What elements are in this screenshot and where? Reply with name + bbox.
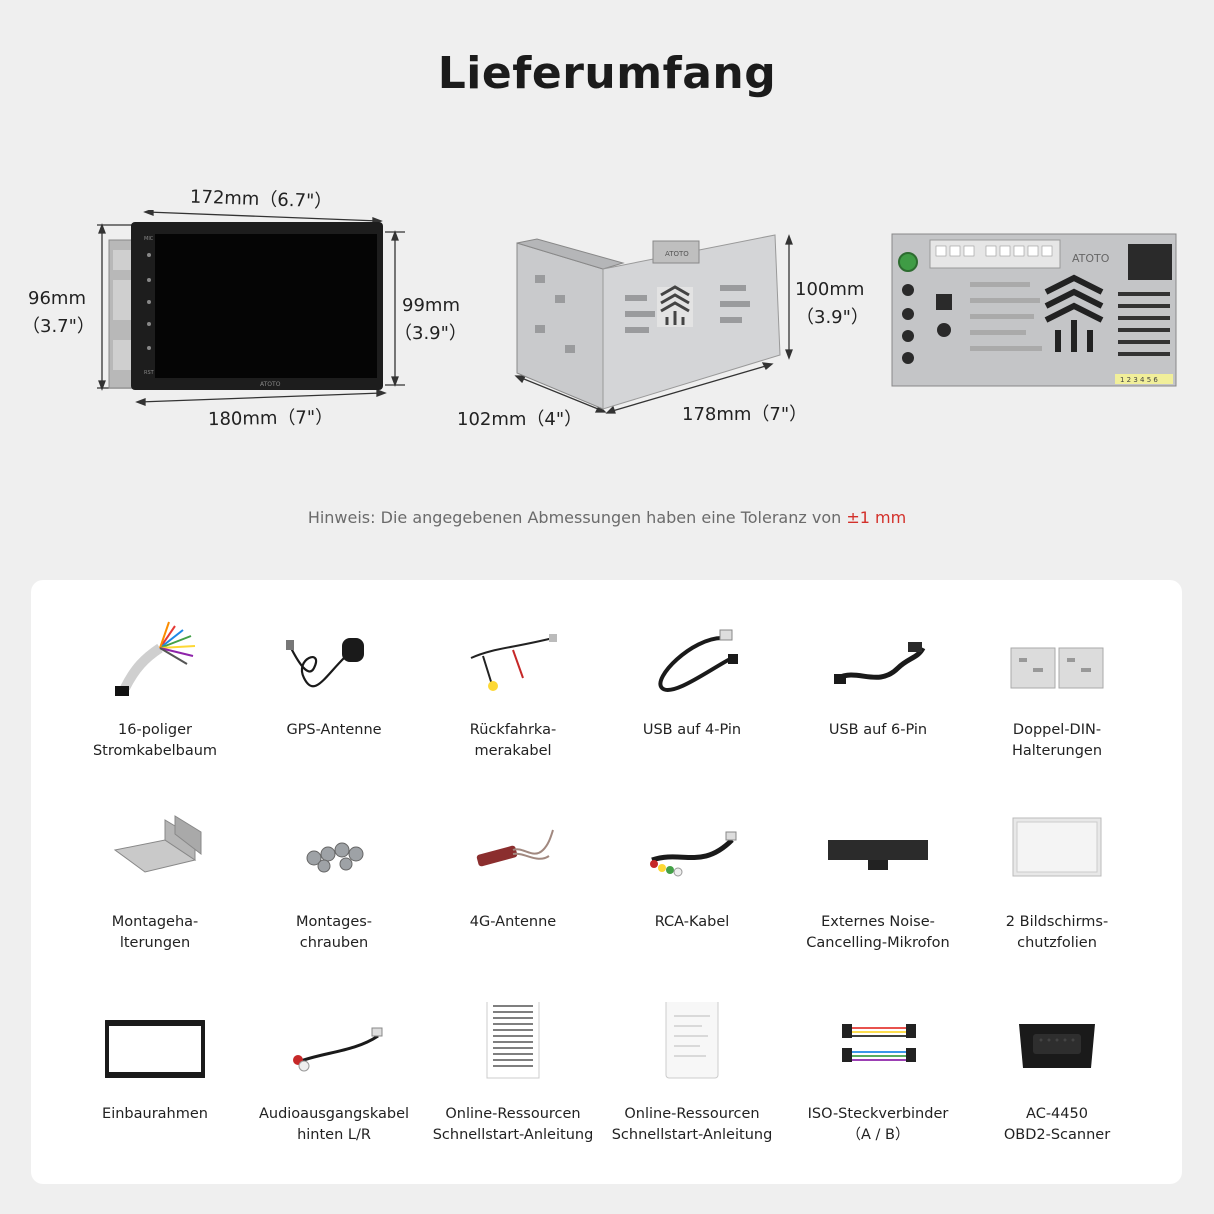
cage-width-label: 178mm（7"） [682,404,808,425]
wire-harness-icon [115,621,196,696]
microphone-icon [828,840,928,870]
item-label: 4G-Antenne [469,914,557,930]
gps-antenna-icon [286,638,364,688]
camera-cable-icon [470,634,557,691]
item-label: Montages- chrauben [295,914,373,951]
item-label: GPS-Antenne [286,722,382,738]
cage-height-inch-label: （3.9"） [796,307,869,328]
unit-height-right-inch-label: （3.9"） [394,323,467,344]
mounting-cage-image: ATOTO [514,234,793,414]
item-label: Externes Noise- Cancelling-Mikrofon [806,914,950,951]
tolerance-note: Hinweis: Die angegebenen Abmessungen hab… [0,508,1214,527]
unit-height-right-label: 99mm [402,295,460,316]
manual-card-icon [665,1002,719,1079]
note-text: Hinweis: Die angegebenen Abmessungen hab… [307,508,847,527]
frame-icon [105,1020,205,1078]
item-label: Online-Ressourcen Schnellstart-Anleitung [611,1106,773,1143]
unit-width-bottom-label: 180mm（7"） [207,406,334,431]
rear-brand-text: ATOTO [1072,252,1110,265]
item-label: ISO-Steckverbinder （A / B） [807,1106,949,1143]
unit-width-top-label: 172mm（6.7"） [189,186,333,213]
item-label: Online-Ressourcen Schnellstart-Anleitung [432,1106,594,1143]
head-unit-front-image: MIC RST ATOTO [97,210,405,406]
rca-cable-icon [650,831,737,877]
item-label: USB auf 6-Pin [828,722,928,738]
unit-height-left-label: 96mm [28,288,86,309]
obd2-scanner-icon [1019,1024,1095,1068]
item-label: 16-poliger Stromkabelbaum [92,722,218,759]
svg-text:MIC: MIC [144,236,154,242]
4g-antenna-icon [476,829,554,867]
unit-height-left-inch-label: （3.7"） [22,316,95,337]
item-label: RCA-Kabel [654,914,730,930]
iso-connector-icon [842,1024,916,1062]
item-label: Doppel-DIN- Halterungen [1011,722,1103,759]
cage-height-label: 100mm [795,279,865,300]
item-label: USB auf 4-Pin [642,722,742,738]
item-label: Audioausgangskabel hinten L/R [258,1106,410,1143]
manual-icon [486,1002,540,1079]
item-label: AC-4450 OBD2-Scanner [1003,1106,1111,1143]
svg-text:RST: RST [144,370,155,376]
tolerance-value: ±1 mm [846,508,907,527]
package-contents-panel: 16-poliger Stromkabelbaum GPS-Antenne Rü… [31,580,1182,1184]
usb-cable-icon [834,642,926,684]
page-title: Lieferumfang [437,48,777,99]
usb-cable-icon [658,629,738,692]
screen-protector-icon [1012,817,1102,877]
head-unit-rear-image: ATOTO 1 2 3 4 5 6 [891,233,1177,387]
item-label: Rückfahrka- merakabel [469,722,557,759]
rear-number-text: 1 2 3 4 5 6 [1120,376,1158,384]
item-label: 2 Bildschirms- chutzfolien [1005,914,1109,951]
din-brackets-icon [1010,647,1104,689]
audio-cable-icon [293,1027,383,1072]
cage-brand-text: ATOTO [665,250,689,258]
item-label: Montageha- lterungen [111,914,199,951]
screws-icon [306,842,364,873]
mounting-bracket-icon [113,815,202,873]
svg-text:ATOTO: ATOTO [260,381,281,388]
cage-depth-label: 102mm（4"） [457,409,583,430]
item-label: Einbaurahmen [102,1106,208,1122]
